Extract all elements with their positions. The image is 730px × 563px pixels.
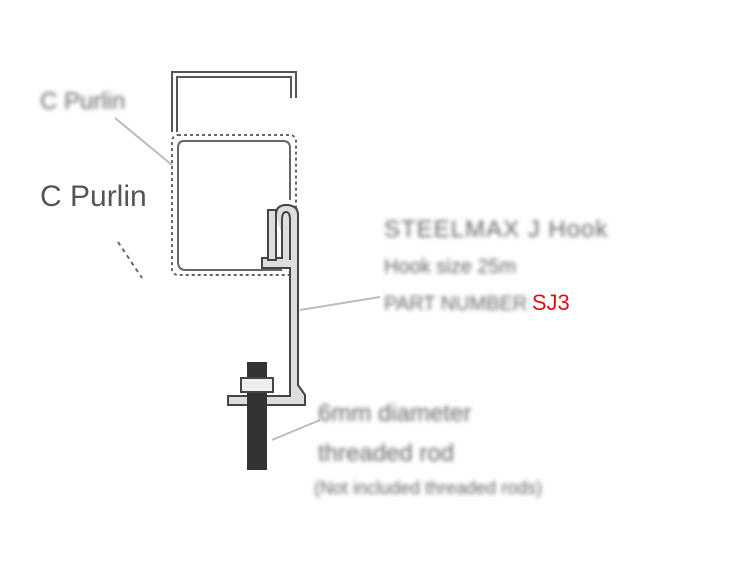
c-purlin-main <box>171 134 297 276</box>
rod-label-line2: threaded rod <box>318 440 455 467</box>
part-number-label: PART NUMBER <box>384 293 528 315</box>
c-purlin-top <box>171 71 297 132</box>
c-purlin-top-label: C Purlin <box>40 88 126 115</box>
c-purlin-label: C Purlin <box>40 180 147 213</box>
hook-title: STEELMAX J Hook <box>384 216 609 243</box>
part-number: SJ3 <box>531 290 570 315</box>
j-hook <box>227 203 306 406</box>
rod-label-line1: 6mm diameter <box>318 400 472 427</box>
threaded-rod <box>240 362 274 470</box>
rod-note: (Not included threaded rods) <box>314 478 543 498</box>
part-number-row: PART NUMBER SJ3 <box>384 290 570 316</box>
leader-lines <box>114 117 381 441</box>
hook-size: Hook size 25m <box>384 256 517 278</box>
